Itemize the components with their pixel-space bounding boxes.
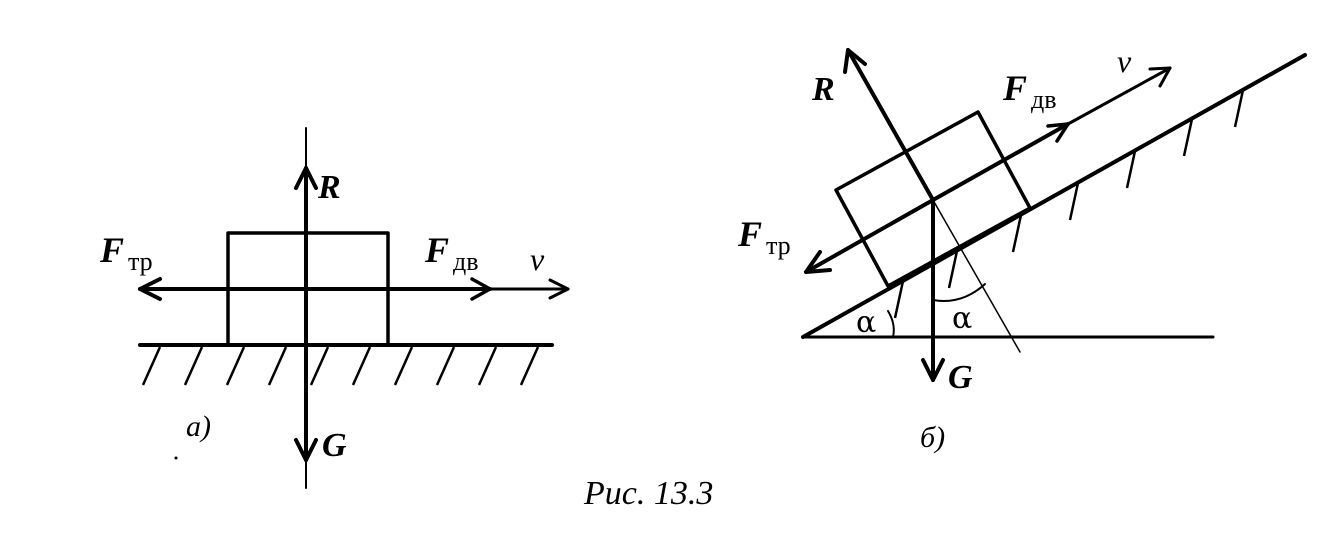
arrow-Ftr-a: [138, 277, 308, 301]
label-Fdv-a: F: [424, 230, 449, 270]
arrow-Ftr-b: [804, 198, 935, 274]
arrow-R-b: [843, 48, 935, 202]
label-Ftr-sub-a: тр: [128, 247, 153, 276]
label-alpha-right-b: α: [952, 301, 972, 336]
label-v-b: v: [1117, 43, 1132, 79]
caption-b: б): [920, 421, 945, 454]
figure-caption: Рис. 13.3: [583, 475, 713, 512]
label-Ftr-b: F: [737, 214, 762, 254]
label-v-a: v: [530, 241, 545, 277]
incline-hatching-b: [893, 89, 1245, 319]
label-G-a: G: [322, 427, 347, 464]
normal-line-b: [932, 199, 1021, 353]
arrow-Fdv-b: [931, 122, 1070, 202]
label-alpha-left-b: α: [856, 305, 876, 340]
label-Fdv-b: F: [1002, 68, 1027, 108]
angle-arc-left-b: [887, 310, 895, 338]
label-R-a: R: [317, 169, 341, 206]
arrow-R-a: [294, 166, 318, 292]
figure-a: R G F тр F дв v а): [99, 127, 570, 489]
figure-b: R G F тр F дв v α α б): [737, 43, 1307, 454]
arrow-G-a: [294, 288, 318, 462]
label-R-b: R: [811, 71, 835, 108]
stray-dot: [174, 456, 178, 460]
incline-line-b: [801, 53, 1307, 339]
label-Ftr-sub-b: тр: [766, 231, 791, 260]
label-G-b: G: [948, 359, 973, 396]
label-Fdv-sub-b: дв: [1031, 85, 1057, 114]
arrow-G-b: [921, 198, 945, 382]
label-Fdv-sub-a: дв: [453, 247, 479, 276]
arrow-Fdv-a: [304, 277, 492, 301]
arrow-v-a: [488, 278, 570, 300]
block-b: [834, 110, 1032, 288]
caption-a: а): [186, 410, 211, 443]
arrow-v-b: [1066, 66, 1172, 126]
angle-arc-right-b: [932, 283, 986, 302]
ground-hatching-a: [141, 346, 540, 386]
label-Ftr-a: F: [99, 230, 124, 270]
